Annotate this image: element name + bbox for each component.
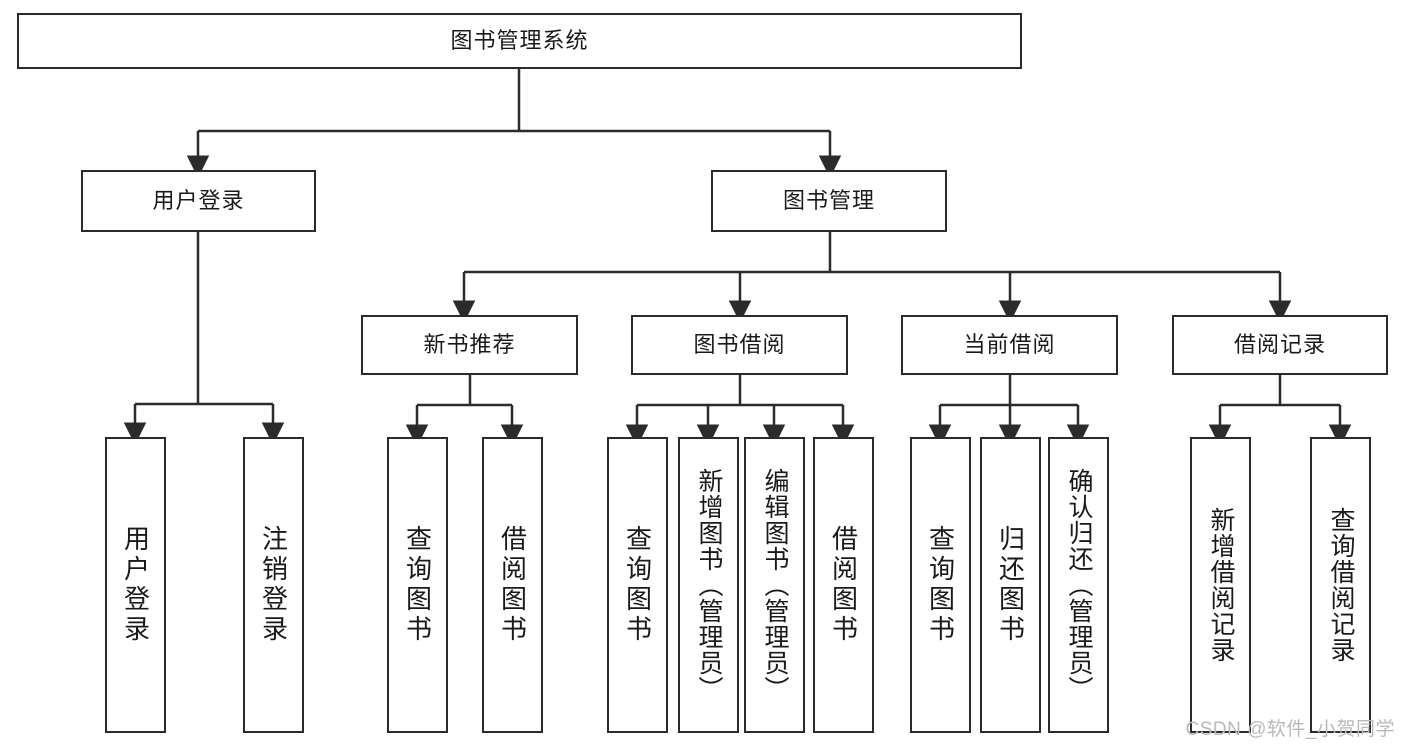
leaf-label: 借阅图书 <box>497 525 528 645</box>
leaf-label: 归还图书 <box>995 525 1026 645</box>
leaf-label: 编辑图书（管理员） <box>761 468 789 702</box>
leaf-current-query-book[interactable]: 查询图书 <box>910 437 971 733</box>
leaf-new-book-borrow[interactable]: 借阅图书 <box>482 437 543 733</box>
leaf-user-login-logout[interactable]: 注销登录 <box>243 437 304 733</box>
node-book-management-label: 图书管理 <box>782 188 875 214</box>
leaf-label: 查询借阅记录 <box>1327 507 1355 663</box>
leaf-current-confirm-return-admin[interactable]: 确认归还（管理员） <box>1048 437 1109 733</box>
leaf-borrow-query-book[interactable]: 查询图书 <box>607 437 668 733</box>
leaf-record-query-record[interactable]: 查询借阅记录 <box>1310 437 1371 733</box>
leaf-label: 用户登录 <box>120 525 151 645</box>
leaf-label: 新增借阅记录 <box>1207 507 1235 663</box>
leaf-label: 确认归还（管理员） <box>1065 468 1093 702</box>
leaf-label: 注销登录 <box>258 525 289 645</box>
leaf-label: 借阅图书 <box>828 525 859 645</box>
leaf-current-return-book[interactable]: 归还图书 <box>980 437 1041 733</box>
node-book-management[interactable]: 图书管理 <box>711 170 947 232</box>
node-user-login[interactable]: 用户登录 <box>81 170 316 232</box>
leaf-new-book-query[interactable]: 查询图书 <box>387 437 448 733</box>
node-borrow-record[interactable]: 借阅记录 <box>1172 315 1388 375</box>
leaf-record-add-record[interactable]: 新增借阅记录 <box>1190 437 1251 733</box>
node-current-borrow[interactable]: 当前借阅 <box>901 315 1118 375</box>
leaf-borrow-edit-book-admin[interactable]: 编辑图书（管理员） <box>744 437 805 733</box>
node-user-login-label: 用户登录 <box>152 188 245 214</box>
node-current-borrow-label: 当前借阅 <box>963 332 1056 358</box>
watermark: CSDN @软件_小贺同学 <box>1185 719 1395 740</box>
leaf-label: 新增图书（管理员） <box>695 468 723 702</box>
leaf-borrow-borrow-book[interactable]: 借阅图书 <box>813 437 874 733</box>
node-book-borrow[interactable]: 图书借阅 <box>631 315 848 375</box>
leaf-user-login-login[interactable]: 用户登录 <box>105 437 166 733</box>
leaf-label: 查询图书 <box>925 525 956 645</box>
node-root[interactable]: 图书管理系统 <box>17 13 1022 69</box>
leaf-label: 查询图书 <box>402 525 433 645</box>
leaf-label: 查询图书 <box>622 525 653 645</box>
node-book-borrow-label: 图书借阅 <box>693 332 786 358</box>
node-new-book-recommend[interactable]: 新书推荐 <box>361 315 578 375</box>
leaf-borrow-add-book-admin[interactable]: 新增图书（管理员） <box>678 437 739 733</box>
node-borrow-record-label: 借阅记录 <box>1233 332 1326 358</box>
node-root-label: 图书管理系统 <box>450 28 589 54</box>
node-new-book-recommend-label: 新书推荐 <box>423 332 516 358</box>
